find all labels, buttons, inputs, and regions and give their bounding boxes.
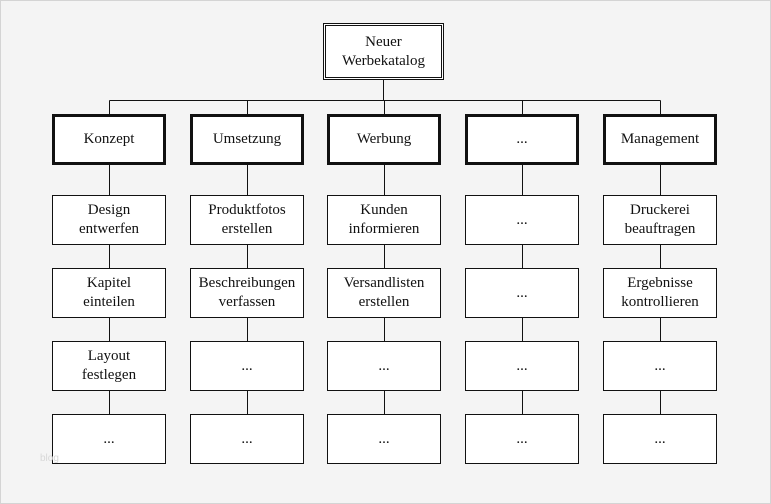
task-node-3-2: Versandlisten erstellen — [327, 268, 441, 318]
category-node-2: Umsetzung — [190, 114, 304, 165]
task-label: Kunden informieren — [348, 202, 420, 237]
task-node-2-4: ... — [190, 414, 304, 464]
task-label: Produktfotos erstellen — [208, 202, 286, 237]
task-node-1-3: Layout festlegen — [52, 341, 166, 391]
category-label: Werbung — [356, 131, 412, 147]
task-label: Beschreibungen verfassen — [198, 275, 296, 310]
category-node-1: Konzept — [52, 114, 166, 165]
task-node-1-4: ... — [52, 414, 166, 464]
category-label: Konzept — [83, 131, 135, 147]
task-node-4-3: ... — [465, 341, 579, 391]
task-node-3-1: Kunden informieren — [327, 195, 441, 245]
task-label: ... — [516, 357, 528, 374]
task-label: ... — [378, 430, 390, 447]
task-node-2-2: Beschreibungen verfassen — [190, 268, 304, 318]
category-node-4: ... — [465, 114, 579, 165]
category-node-5: Management — [603, 114, 717, 165]
task-label: ... — [241, 357, 253, 374]
task-label: Druckerei beauftragen — [624, 202, 696, 237]
task-node-4-1: ... — [465, 195, 579, 245]
task-node-4-4: ... — [465, 414, 579, 464]
task-label: ... — [654, 430, 666, 447]
task-node-3-3: ... — [327, 341, 441, 391]
category-node-3: Werbung — [327, 114, 441, 165]
task-node-2-1: Produktfotos erstellen — [190, 195, 304, 245]
watermark-text: blog — [40, 453, 59, 464]
task-node-4-2: ... — [465, 268, 579, 318]
task-label: Design entwerfen — [79, 202, 139, 237]
task-label: ... — [378, 357, 390, 374]
task-label: ... — [654, 357, 666, 374]
task-label: ... — [103, 430, 115, 447]
task-node-2-3: ... — [190, 341, 304, 391]
task-node-5-1: Druckerei beauftragen — [603, 195, 717, 245]
category-label: ... — [516, 131, 528, 147]
root-node-label: Neuer Werbekatalog — [342, 33, 425, 69]
task-node-5-4: ... — [603, 414, 717, 464]
root-node: Neuer Werbekatalog — [323, 23, 444, 80]
category-label: Management — [620, 131, 700, 147]
task-label: ... — [516, 430, 528, 447]
task-node-1-2: Kapitel einteilen — [52, 268, 166, 318]
category-label: Umsetzung — [212, 131, 282, 147]
task-label: ... — [241, 430, 253, 447]
task-label: Ergebnisse kontrollieren — [621, 275, 699, 310]
task-node-5-3: ... — [603, 341, 717, 391]
task-label: Versandlisten erstellen — [343, 275, 425, 310]
task-label: ... — [516, 211, 528, 228]
task-label: ... — [516, 284, 528, 301]
task-node-5-2: Ergebnisse kontrollieren — [603, 268, 717, 318]
task-label: Layout festlegen — [81, 348, 137, 383]
task-node-3-4: ... — [327, 414, 441, 464]
task-label: Kapitel einteilen — [83, 275, 135, 310]
task-node-1-1: Design entwerfen — [52, 195, 166, 245]
